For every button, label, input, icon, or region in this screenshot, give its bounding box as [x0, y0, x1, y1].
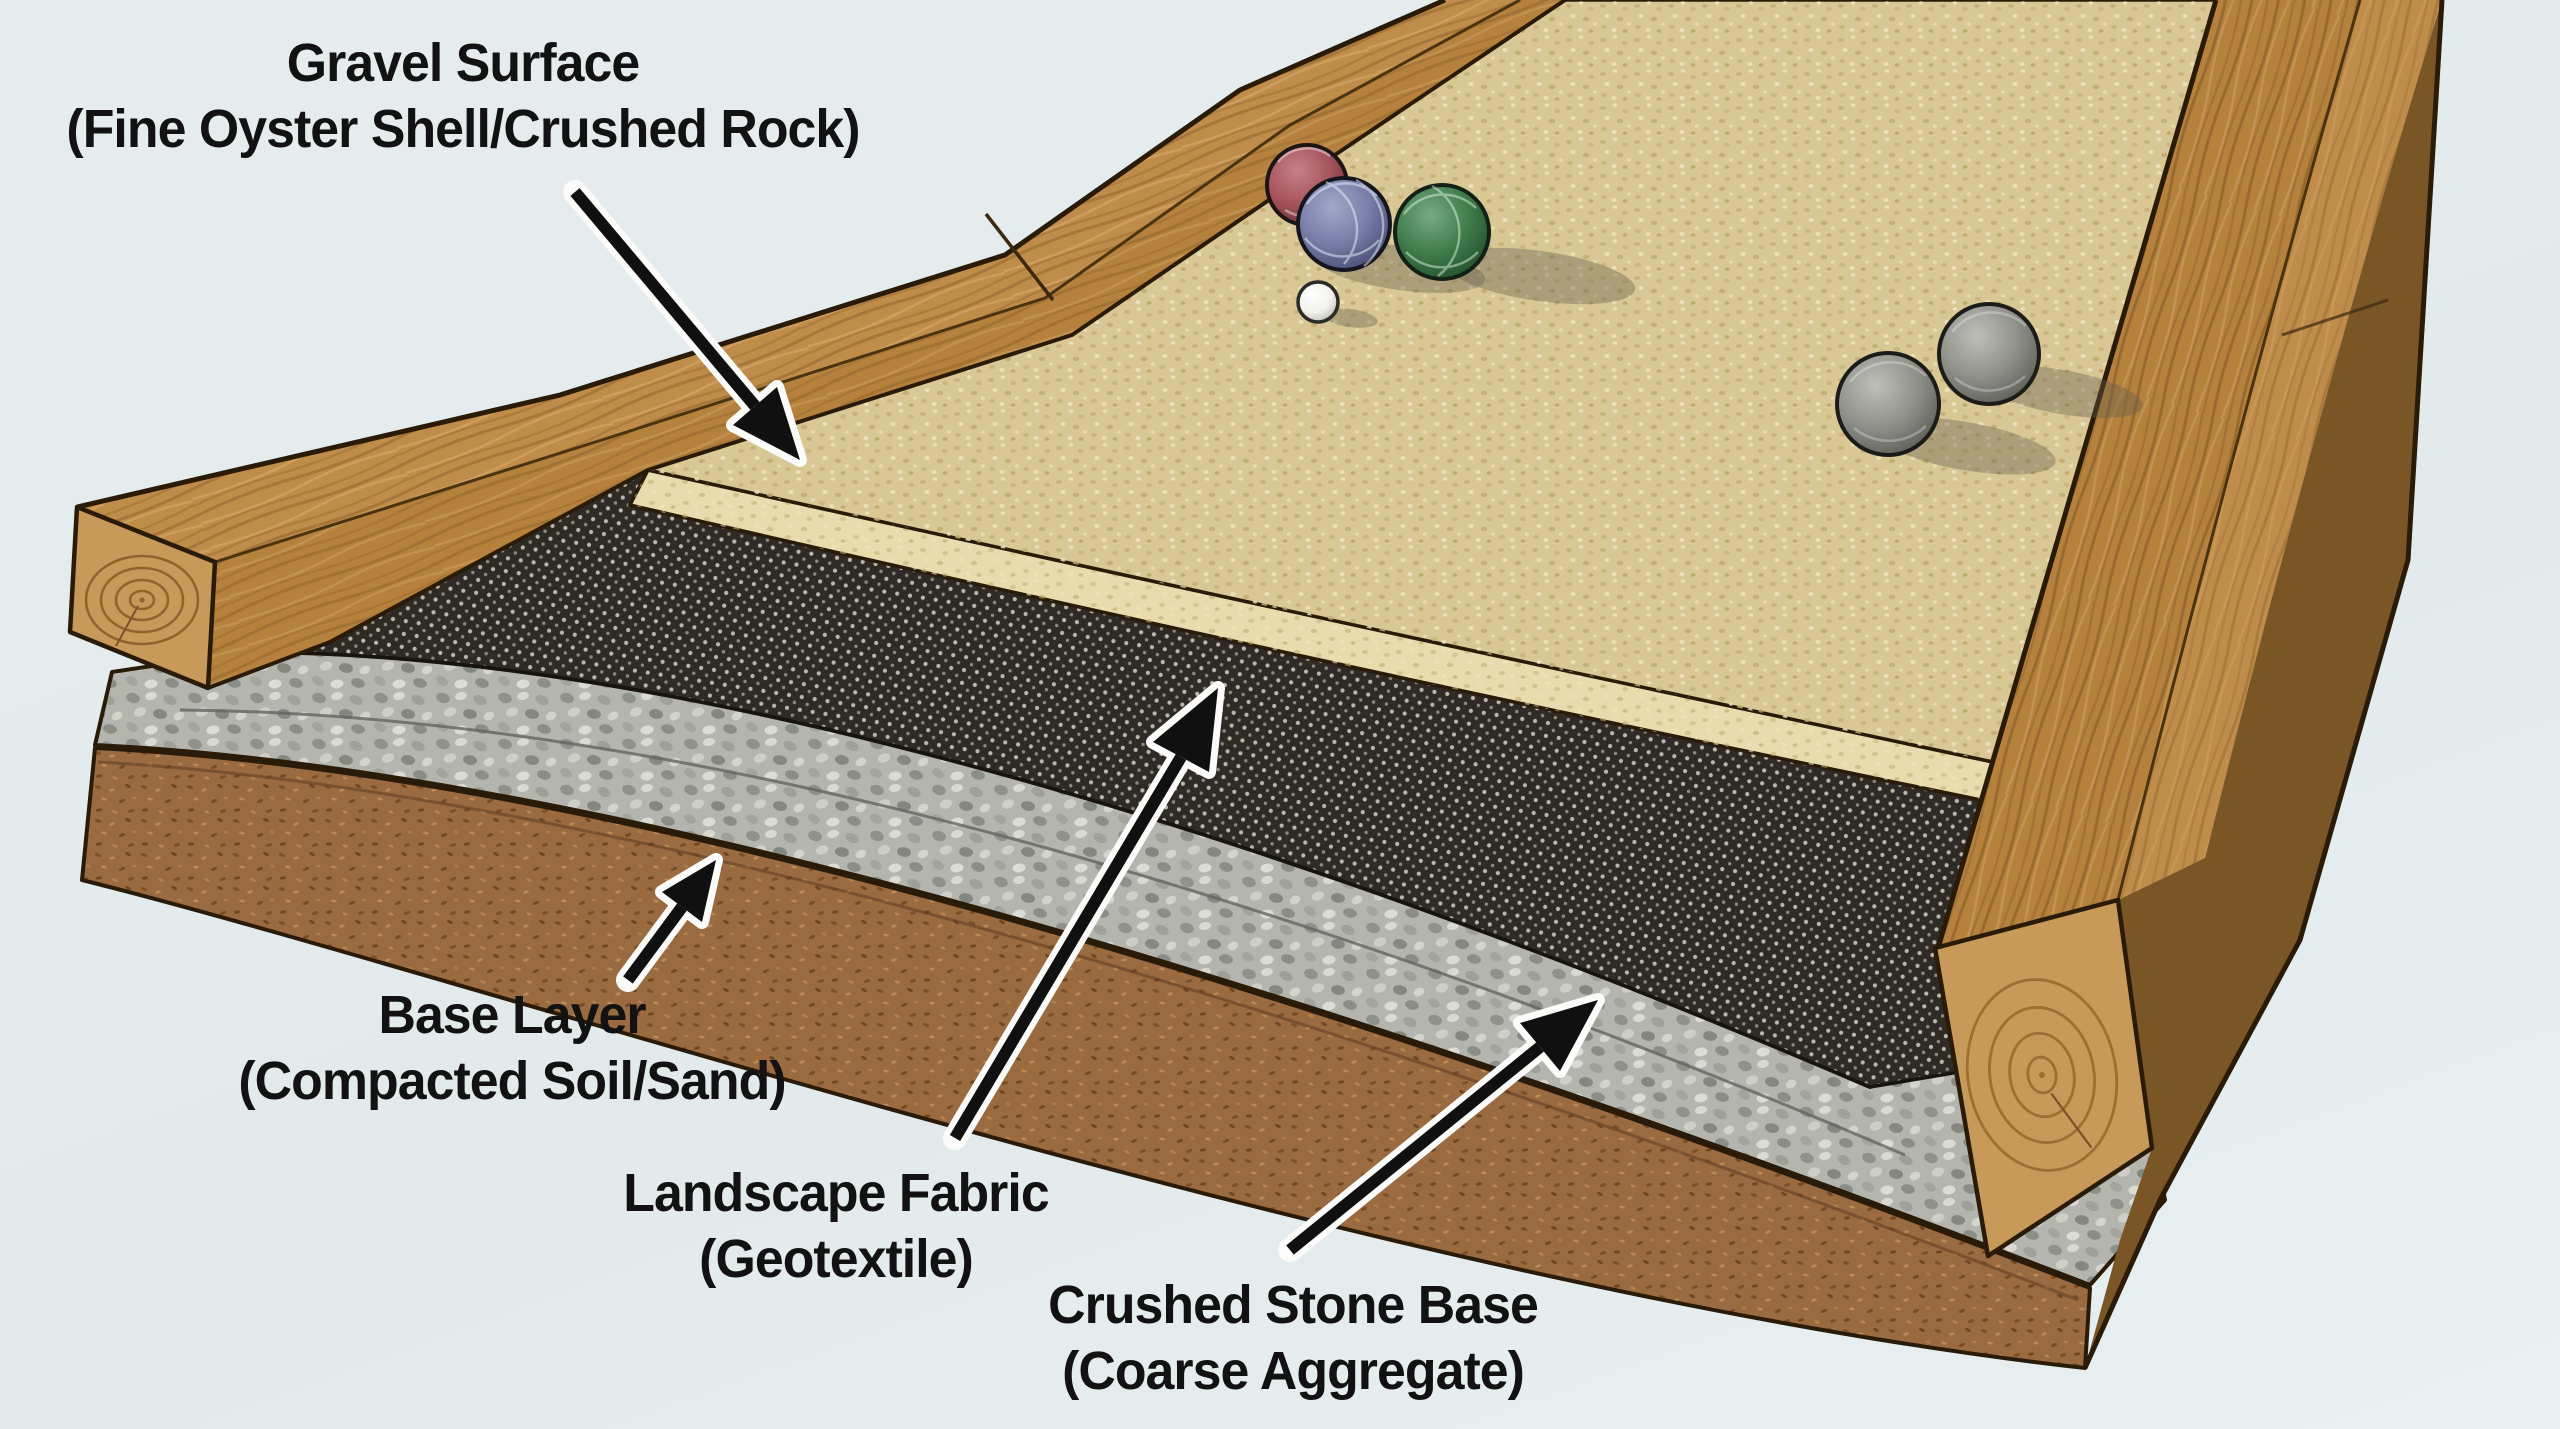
base-layer-arrow — [616, 853, 723, 992]
label-gravel-surface: Gravel Surface (Fine Oyster Shell/Crushe… — [66, 30, 860, 162]
left-rail-growth-rings — [84, 554, 200, 647]
fabric-label-line1: Landscape Fabric — [623, 1163, 1049, 1223]
stone-label-line1: Crushed Stone Base — [1048, 1275, 1539, 1335]
gravel-label-line2: (Fine Oyster Shell/Crushed Rock) — [66, 99, 860, 159]
crushed-stone-arrow — [1278, 993, 1605, 1262]
gravel-surface-arrow — [563, 180, 807, 467]
label-base-layer: Base Layer (Compacted Soil/Sand) — [238, 982, 786, 1114]
fabric-label-line2: (Geotextile) — [699, 1229, 974, 1289]
pallino-ball — [1296, 280, 1340, 324]
landscape-fabric-arrow — [943, 681, 1225, 1150]
gravel-label-line1: Gravel Surface — [286, 33, 640, 93]
callout-arrows — [563, 180, 1605, 1262]
layer-gravel-surface — [628, 0, 2218, 950]
label-landscape-fabric: Landscape Fabric (Geotextile) — [623, 1160, 1049, 1292]
bocce-balls — [1265, 143, 2143, 475]
right-rail-growth-rings — [1965, 978, 2119, 1172]
gray-bocce-ball-2 — [1937, 302, 2041, 406]
blue-bocce-ball — [1296, 176, 1392, 272]
left-wood-rail — [67, 0, 1567, 691]
label-crushed-stone-base: Crushed Stone Base (Coarse Aggregate) — [1048, 1272, 1539, 1404]
base-label-line1: Base Layer — [378, 985, 646, 1045]
base-label-line2: (Compacted Soil/Sand) — [238, 1051, 786, 1111]
stone-label-line2: (Coarse Aggregate) — [1062, 1341, 1525, 1401]
right-rail-joint — [2281, 298, 2389, 337]
right-wood-rail — [1932, 0, 2445, 1370]
left-rail-joint — [984, 212, 1055, 302]
gray-bocce-ball-1 — [1835, 351, 1941, 457]
green-bocce-ball — [1393, 183, 1491, 281]
right-rail-end-grain — [1935, 900, 2152, 1256]
